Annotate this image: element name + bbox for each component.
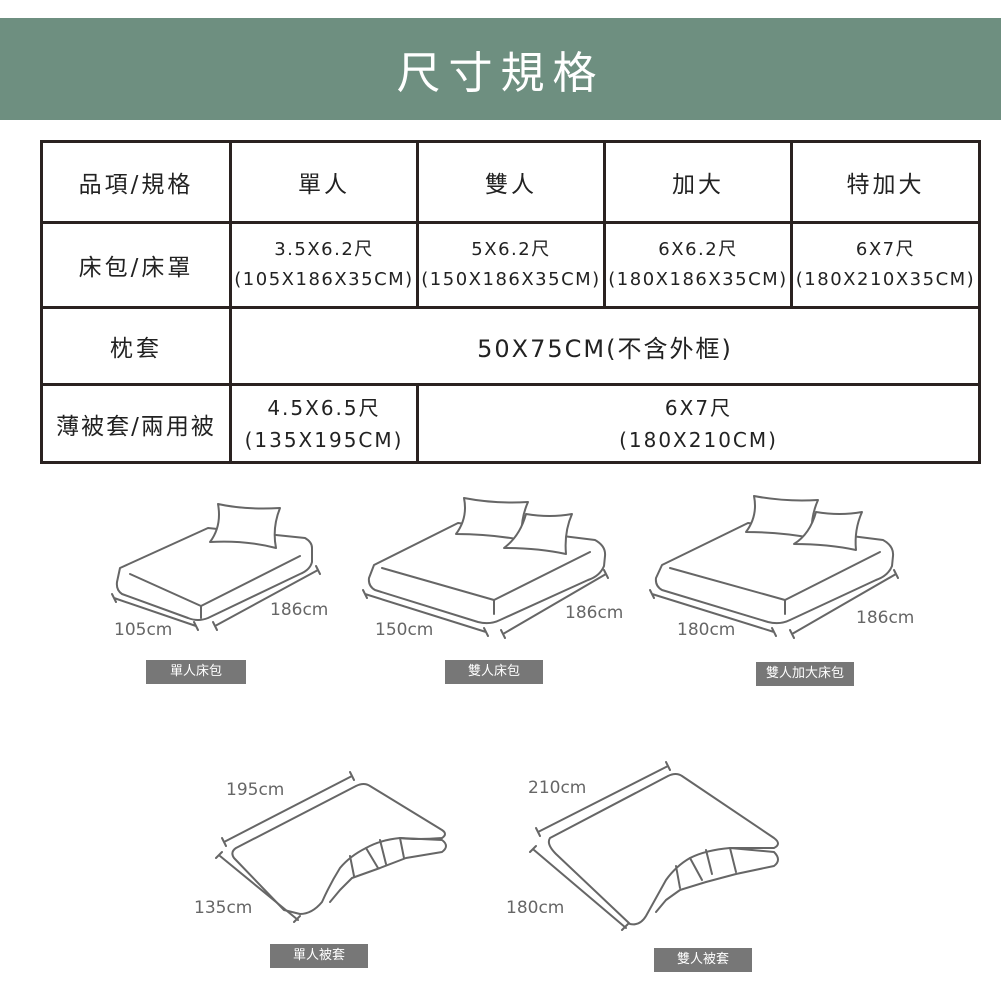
size-ft: 4.5X6.5尺 — [267, 395, 381, 420]
size-cell: 4.5X6.5尺 (135X195CM) — [229, 383, 419, 464]
size-cell: 3.5X6.2尺 (105X186X35CM) — [229, 221, 419, 309]
column-header: 特加大 — [790, 140, 981, 224]
single-quilt-figure: 195cm 135cm 單人被套 — [180, 760, 470, 980]
width-label: 180cm — [506, 898, 565, 918]
column-header: 加大 — [603, 140, 793, 224]
bed-illustration-icon — [362, 497, 609, 639]
column-header: 雙人 — [416, 140, 606, 224]
header-banner: 尺寸規格 — [0, 18, 1001, 120]
figure-tag: 單人床包 — [146, 660, 246, 684]
length-label: 186cm — [270, 600, 329, 620]
page-title: 尺寸規格 — [396, 48, 605, 99]
table-header-row: 品項/規格 單人 雙人 加大 特加大 — [40, 140, 981, 224]
double-quilt-figure: 210cm 180cm 雙人被套 — [490, 750, 800, 990]
size-ft: 3.5X6.2尺 — [274, 239, 374, 260]
size-cm: (180X210CM) — [619, 427, 778, 452]
width-label: 135cm — [194, 898, 253, 918]
quilt-illustration-icon — [215, 771, 447, 923]
figure-tag: 雙人加大床包 — [756, 662, 854, 686]
row-label: 薄被套/兩用被 — [40, 383, 232, 464]
table-row: 床包/床罩 3.5X6.2尺 (105X186X35CM) 5X6.2尺 (150X… — [40, 221, 981, 309]
single-fitted-figure: 105cm 186cm 單人床包 — [100, 490, 360, 690]
length-label: 186cm — [856, 608, 915, 628]
figure-tag: 雙人被套 — [654, 948, 752, 972]
size-spec-table: 品項/規格 單人 雙人 加大 特加大 床包/床罩 3.5X6.2尺 (105X18… — [40, 140, 981, 464]
column-header: 品項/規格 — [40, 140, 232, 224]
bed-illustration-icon — [649, 495, 899, 639]
figure-tag: 單人被套 — [270, 944, 368, 968]
size-cell: 6X7尺 (180X210CM) — [416, 383, 981, 464]
size-cell: 6X6.2尺 (180X186X35CM) — [603, 221, 793, 309]
length-label: 195cm — [226, 780, 285, 800]
double-fitted-figure: 150cm 186cm 雙人床包 — [360, 490, 640, 690]
size-cm: (150X186X35CM) — [421, 269, 601, 290]
length-label: 186cm — [565, 603, 624, 623]
bed-illustration-icon — [111, 503, 321, 631]
pillowcase-size: 50X75CM(不含外框) — [229, 306, 981, 386]
size-cell: 5X6.2尺 (150X186X35CM) — [416, 221, 606, 309]
length-label: 210cm — [528, 778, 587, 798]
size-ft: 6X6.2尺 — [658, 239, 738, 260]
width-label: 150cm — [375, 620, 434, 640]
width-label: 180cm — [677, 620, 736, 640]
size-cm: (180X186X35CM) — [608, 269, 788, 290]
size-cm: (180X210X35CM) — [795, 269, 976, 290]
width-label: 105cm — [114, 620, 173, 640]
figure-tag: 雙人床包 — [445, 660, 543, 684]
row-label: 床包/床罩 — [40, 221, 232, 309]
size-cell: 6X7尺 (180X210X35CM) — [790, 221, 981, 309]
table-row: 薄被套/兩用被 4.5X6.5尺 (135X195CM) 6X7尺 (180X210… — [40, 383, 981, 464]
queen-fitted-figure: 180cm 186cm 雙人加大床包 — [640, 490, 920, 690]
size-ft: 5X6.2尺 — [471, 239, 551, 260]
column-header: 單人 — [229, 140, 419, 224]
size-cm: (105X186X35CM) — [234, 269, 414, 290]
size-cm: (135X195CM) — [244, 427, 404, 452]
quilt-illustration-icon — [529, 761, 779, 931]
table-row: 枕套 50X75CM(不含外框) — [40, 306, 981, 386]
size-ft: 6X7尺 — [855, 239, 916, 260]
row-label: 枕套 — [40, 306, 232, 386]
size-ft: 6X7尺 — [664, 395, 733, 420]
